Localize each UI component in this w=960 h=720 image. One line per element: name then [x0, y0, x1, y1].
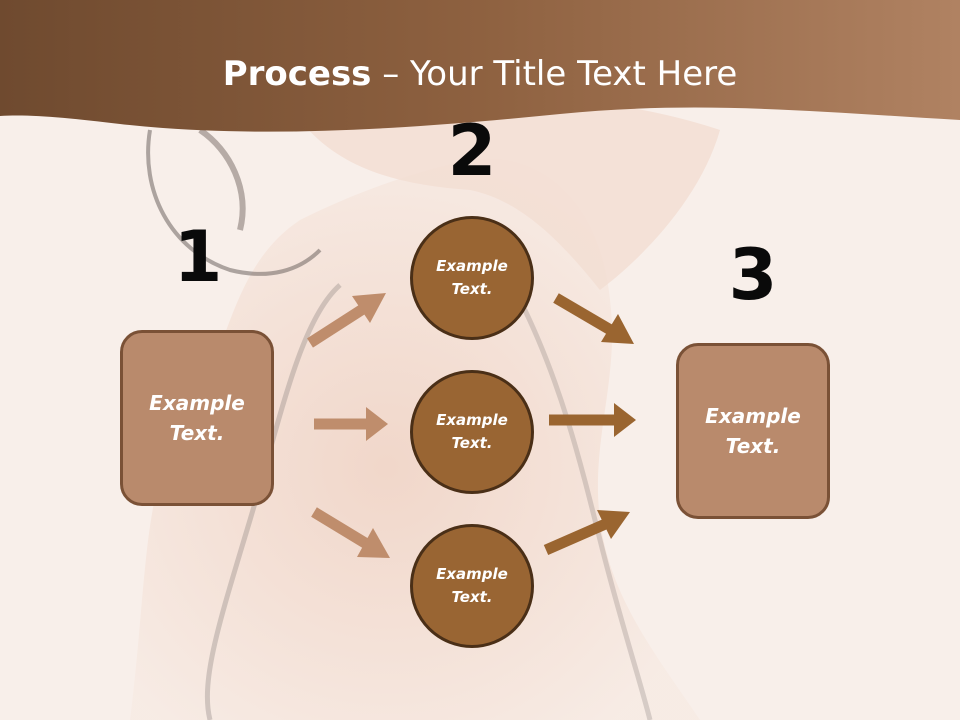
arrow-middle-to-right [549, 403, 636, 437]
right-box-text: Example Text. [705, 404, 801, 458]
circle-top-text: Example Text. [436, 257, 508, 298]
circle-top: Example Text. [410, 216, 534, 340]
arrow-left-to-bottom [311, 507, 390, 558]
right-box: Example Text. [676, 343, 830, 519]
title-rest: – Your Title Text Here [371, 54, 738, 94]
title-bold: Process [222, 54, 372, 94]
circle-bottom-text: Example Text. [436, 565, 508, 606]
circle-bottom: Example Text. [410, 524, 534, 648]
page-title: Process – Your Title Text Here [0, 52, 960, 96]
left-box: Example Text. [120, 330, 274, 506]
step-number-3: 3 [728, 234, 778, 316]
step-number-1: 1 [173, 216, 223, 298]
circle-middle-text: Example Text. [436, 411, 508, 452]
step-number-2: 2 [447, 110, 497, 192]
arrow-left-to-middle [314, 407, 388, 441]
left-box-text: Example Text. [149, 391, 245, 445]
arrow-left-to-top [307, 293, 386, 348]
arrow-bottom-to-right [543, 510, 630, 556]
circle-middle: Example Text. [410, 370, 534, 494]
arrow-top-to-right [553, 293, 634, 344]
